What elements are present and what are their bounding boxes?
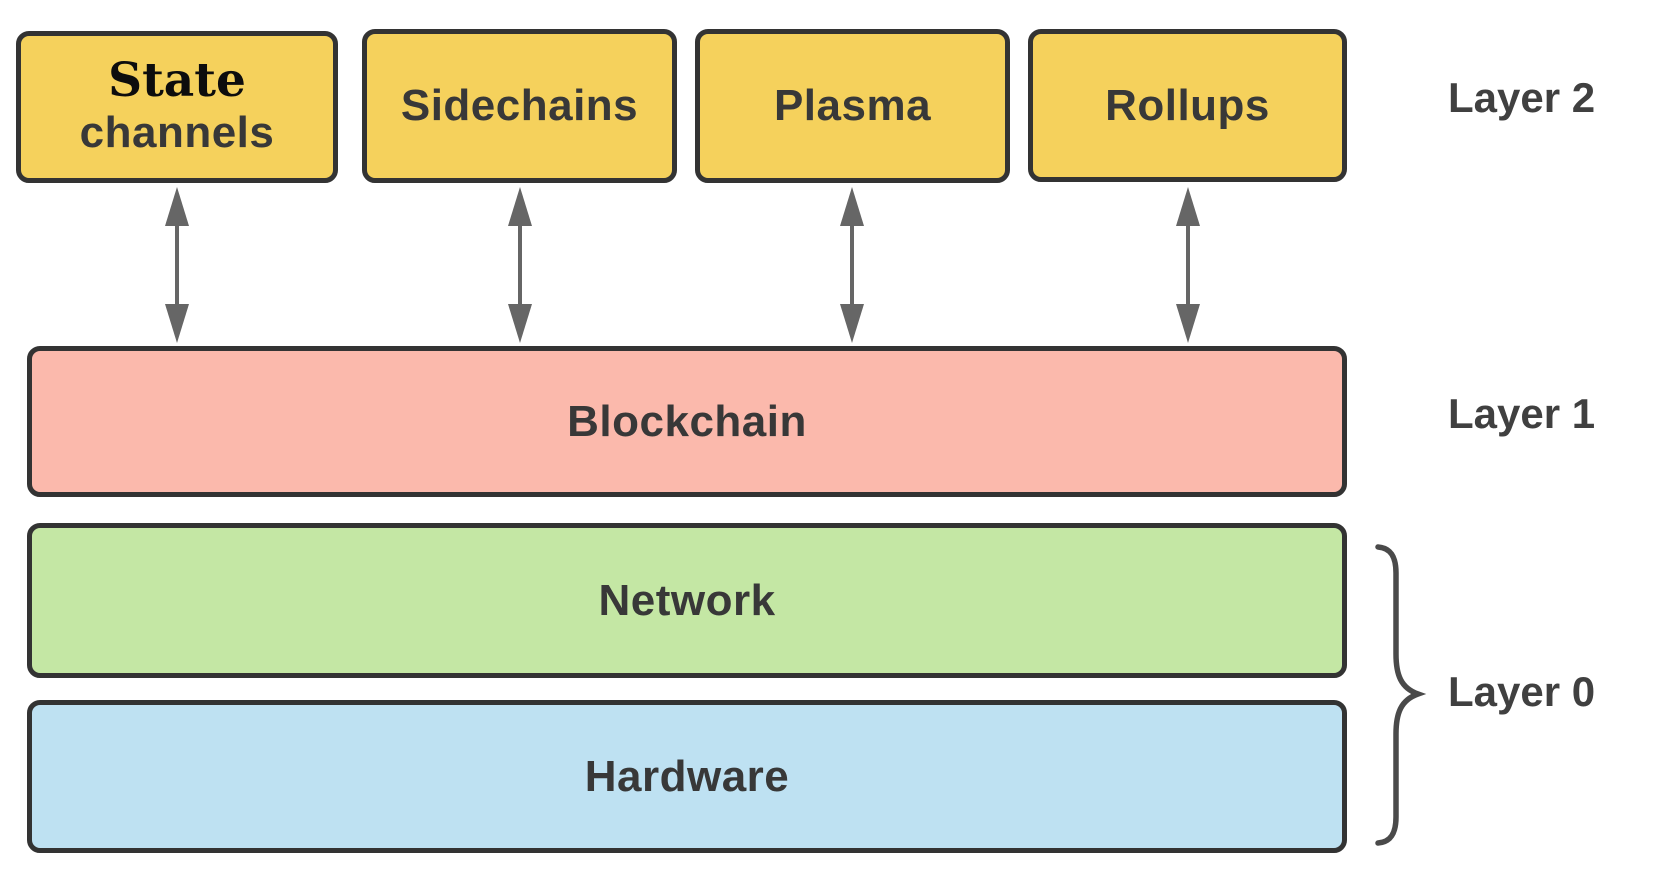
node-label: Rollups — [1105, 80, 1270, 130]
node-blockchain: Blockchain — [27, 346, 1347, 497]
layer-0-label: Layer 0 — [1448, 668, 1596, 715]
node-label: Network — [598, 575, 776, 625]
bidirectional-arrow-sidechains — [508, 187, 532, 343]
node-hardware: Hardware — [27, 700, 1347, 853]
node-label: Plasma — [773, 81, 932, 130]
node-sidechains: Sidechains — [362, 29, 677, 183]
layer-2-label: Layer 2 — [1448, 74, 1596, 121]
bidirectional-arrow-state-channels — [165, 187, 189, 343]
layer-1-label: Layer 1 — [1448, 390, 1596, 437]
node-network: Network — [27, 523, 1347, 678]
node-plasma: Plasma — [695, 29, 1010, 183]
node-label-line: channels — [79, 108, 275, 157]
node-label-line: State — [108, 53, 246, 108]
node-state-channels: State channels — [16, 31, 338, 183]
node-label: Blockchain — [567, 396, 807, 446]
node-label: Hardware — [584, 751, 790, 801]
bidirectional-arrow-plasma — [840, 187, 864, 343]
layer0-brace — [1375, 544, 1427, 846]
node-label: Sidechains — [400, 81, 639, 130]
bidirectional-arrow-rollups — [1176, 187, 1200, 343]
node-rollups: Rollups — [1028, 29, 1347, 182]
